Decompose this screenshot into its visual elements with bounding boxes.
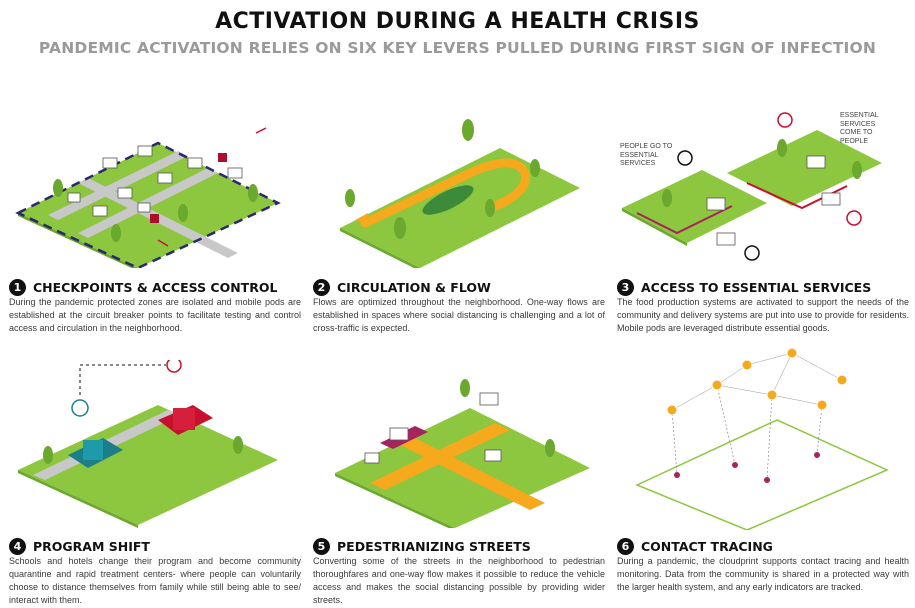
panel-5-number: 5 [313, 538, 330, 555]
circulation-illustration [320, 118, 605, 268]
panel-2-number: 2 [313, 279, 330, 296]
essential-services-illustration [617, 108, 902, 268]
people-go-label: PEOPLE GO TO ESSENTIAL SERVICES [620, 143, 673, 167]
panel-3-title: ACCESS TO ESSENTIAL SERVICES [641, 280, 872, 295]
checkpoints-illustration [8, 118, 293, 268]
panel-1-number: 1 [9, 279, 26, 296]
panel-6-title: CONTACT TRACING [641, 539, 773, 554]
panel-4-heading: 4 PROGRAM SHIFT [9, 538, 150, 555]
panel-1-description: During the pandemic protected zones are … [9, 297, 301, 333]
page-subtitle: PANDEMIC ACTIVATION RELIES ON SIX KEY LE… [38, 39, 877, 57]
panel-2-title: CIRCULATION & FLOW [337, 280, 491, 295]
panel-5-title: PEDESTRIANIZING STREETS [337, 539, 531, 554]
panel-3-heading: 3 ACCESS TO ESSENTIAL SERVICES [617, 279, 871, 296]
panel-2-description: Flows are optimized throughout the neigh… [313, 297, 605, 333]
panel-4-description: Schools and hotels change their program … [9, 556, 301, 605]
panel-5-heading: 5 PEDESTRIANIZING STREETS [313, 538, 531, 555]
panel-6-heading: 6 CONTACT TRACING [617, 538, 773, 555]
panel-4-number: 4 [9, 538, 26, 555]
panel-3-description: The food production systems are activate… [617, 297, 909, 333]
panel-6-description: During a pandemic, the cloudprint suppor… [617, 556, 909, 592]
panel-2-heading: 2 CIRCULATION & FLOW [313, 279, 491, 296]
contact-tracing-illustration [617, 345, 902, 530]
panel-6-number: 6 [617, 538, 634, 555]
panel-4-title: PROGRAM SHIFT [33, 539, 150, 554]
services-come-label: ESSENTIAL SERVICES COME TO PEOPLE [840, 112, 879, 145]
panel-1-title: CHECKPOINTS & ACCESS CONTROL [33, 280, 278, 295]
panel-1-heading: 1 CHECKPOINTS & ACCESS CONTROL [9, 279, 277, 296]
pedestrianizing-illustration [320, 378, 605, 528]
panel-3-number: 3 [617, 279, 634, 296]
panel-5-description: Converting some of the streets in the ne… [313, 556, 605, 605]
program-shift-illustration [8, 360, 293, 530]
page-title: ACTIVATION DURING A HEALTH CRISIS [215, 9, 700, 34]
